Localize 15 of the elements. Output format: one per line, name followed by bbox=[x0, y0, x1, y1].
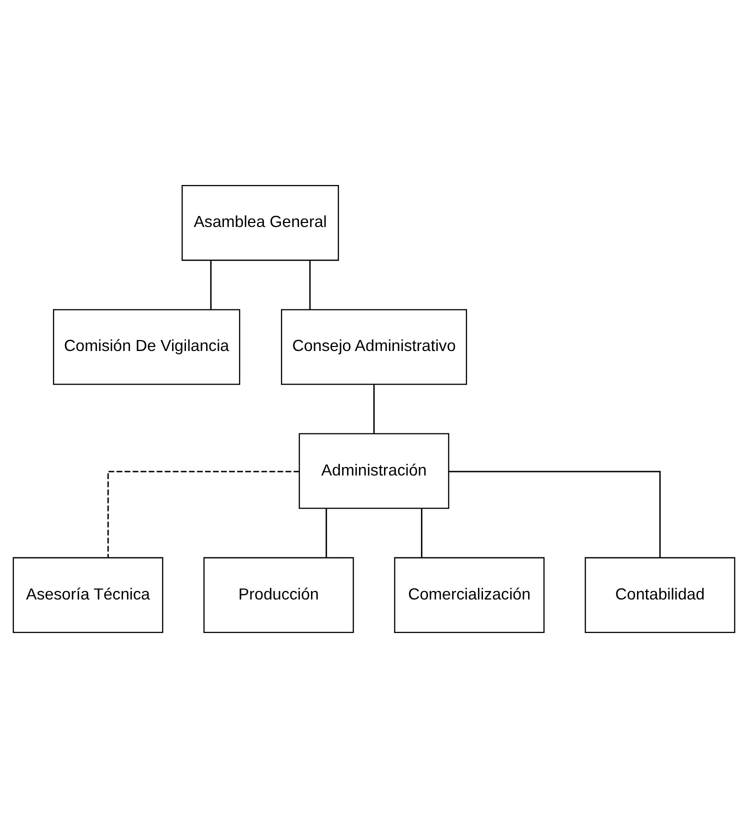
node-box: Producción bbox=[203, 557, 354, 633]
node-box: Contabilidad bbox=[584, 557, 736, 633]
connector bbox=[210, 260, 212, 310]
node-box: Asesoría Técnica bbox=[12, 557, 164, 633]
connector bbox=[420, 508, 422, 558]
connector bbox=[373, 384, 375, 434]
connector bbox=[326, 508, 328, 558]
node-box: Consejo Administrativo bbox=[280, 309, 468, 385]
connector bbox=[107, 470, 300, 558]
connector bbox=[448, 470, 661, 558]
node-box: Administración bbox=[298, 433, 450, 509]
node-box: Comisión De Vigilancia bbox=[52, 309, 240, 385]
connector bbox=[309, 260, 311, 310]
node-box: Comercialización bbox=[394, 557, 545, 633]
node-box: Asamblea General bbox=[182, 185, 339, 261]
